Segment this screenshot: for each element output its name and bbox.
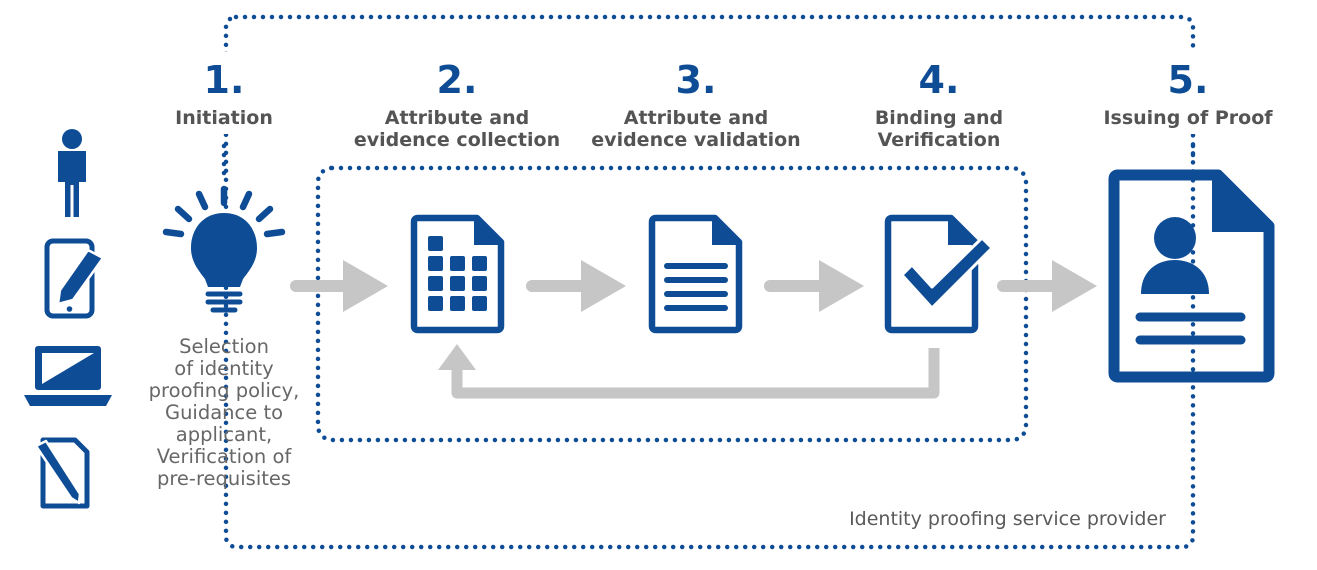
flow-arrow-1-to-2 (290, 260, 388, 312)
initiation-description-line-2: of identity (174, 357, 273, 380)
step-4-title-line-1: Binding and (875, 107, 1003, 129)
step-3-title-line-2: evidence validation (591, 129, 800, 151)
initiation-description-line-3: proofing policy, (149, 379, 300, 402)
step-5-number: 5. (1168, 58, 1209, 102)
step-2-number: 2. (437, 58, 478, 102)
initiation-description-line-7: pre-requisites (157, 467, 291, 490)
checkmark-document-icon (884, 214, 994, 334)
process-boundary (315, 165, 1029, 443)
step-3-number: 3. (676, 58, 717, 102)
initiation-description-line-5: applicant, (176, 423, 272, 446)
flow-arrow-4-to-5 (997, 260, 1097, 312)
lined-document-icon (648, 214, 743, 334)
feedback-arrow-4-to-2 (438, 344, 940, 399)
initiation-description-line-1: Selection (179, 335, 269, 358)
step-5-title: Issuing of Proof (1103, 107, 1273, 129)
initiation-description: Selection of identity proofing policy, G… (149, 335, 300, 490)
initiation-description-line-6: Verification of (157, 445, 293, 468)
initiation-description-line-4: Guidance to (165, 401, 283, 424)
paper-form-with-pen-icon (34, 437, 90, 509)
provider-label: Identity proofing service provider (849, 508, 1166, 530)
lightbulb-icon (162, 185, 286, 313)
step-4-title-line-2: Verification (878, 129, 1001, 151)
step-2-title-line-1: Attribute and (385, 107, 529, 129)
provider-boundary (223, 14, 1196, 550)
step-2-title-line-2: evidence collection (354, 129, 560, 151)
step-1-number: 1. (204, 58, 245, 102)
flow-arrow-3-to-4 (764, 260, 864, 312)
grid-document-icon (410, 214, 505, 334)
identity-proof-document-icon (1108, 169, 1275, 383)
step-4-number: 4. (919, 58, 960, 102)
laptop-icon (24, 346, 112, 406)
flow-arrow-2-to-3 (526, 260, 626, 312)
person-icon (58, 129, 86, 217)
tablet-with-pen-icon (44, 238, 105, 319)
step-1-title: Initiation (175, 107, 273, 129)
step-3-title-line-1: Attribute and (624, 107, 768, 129)
